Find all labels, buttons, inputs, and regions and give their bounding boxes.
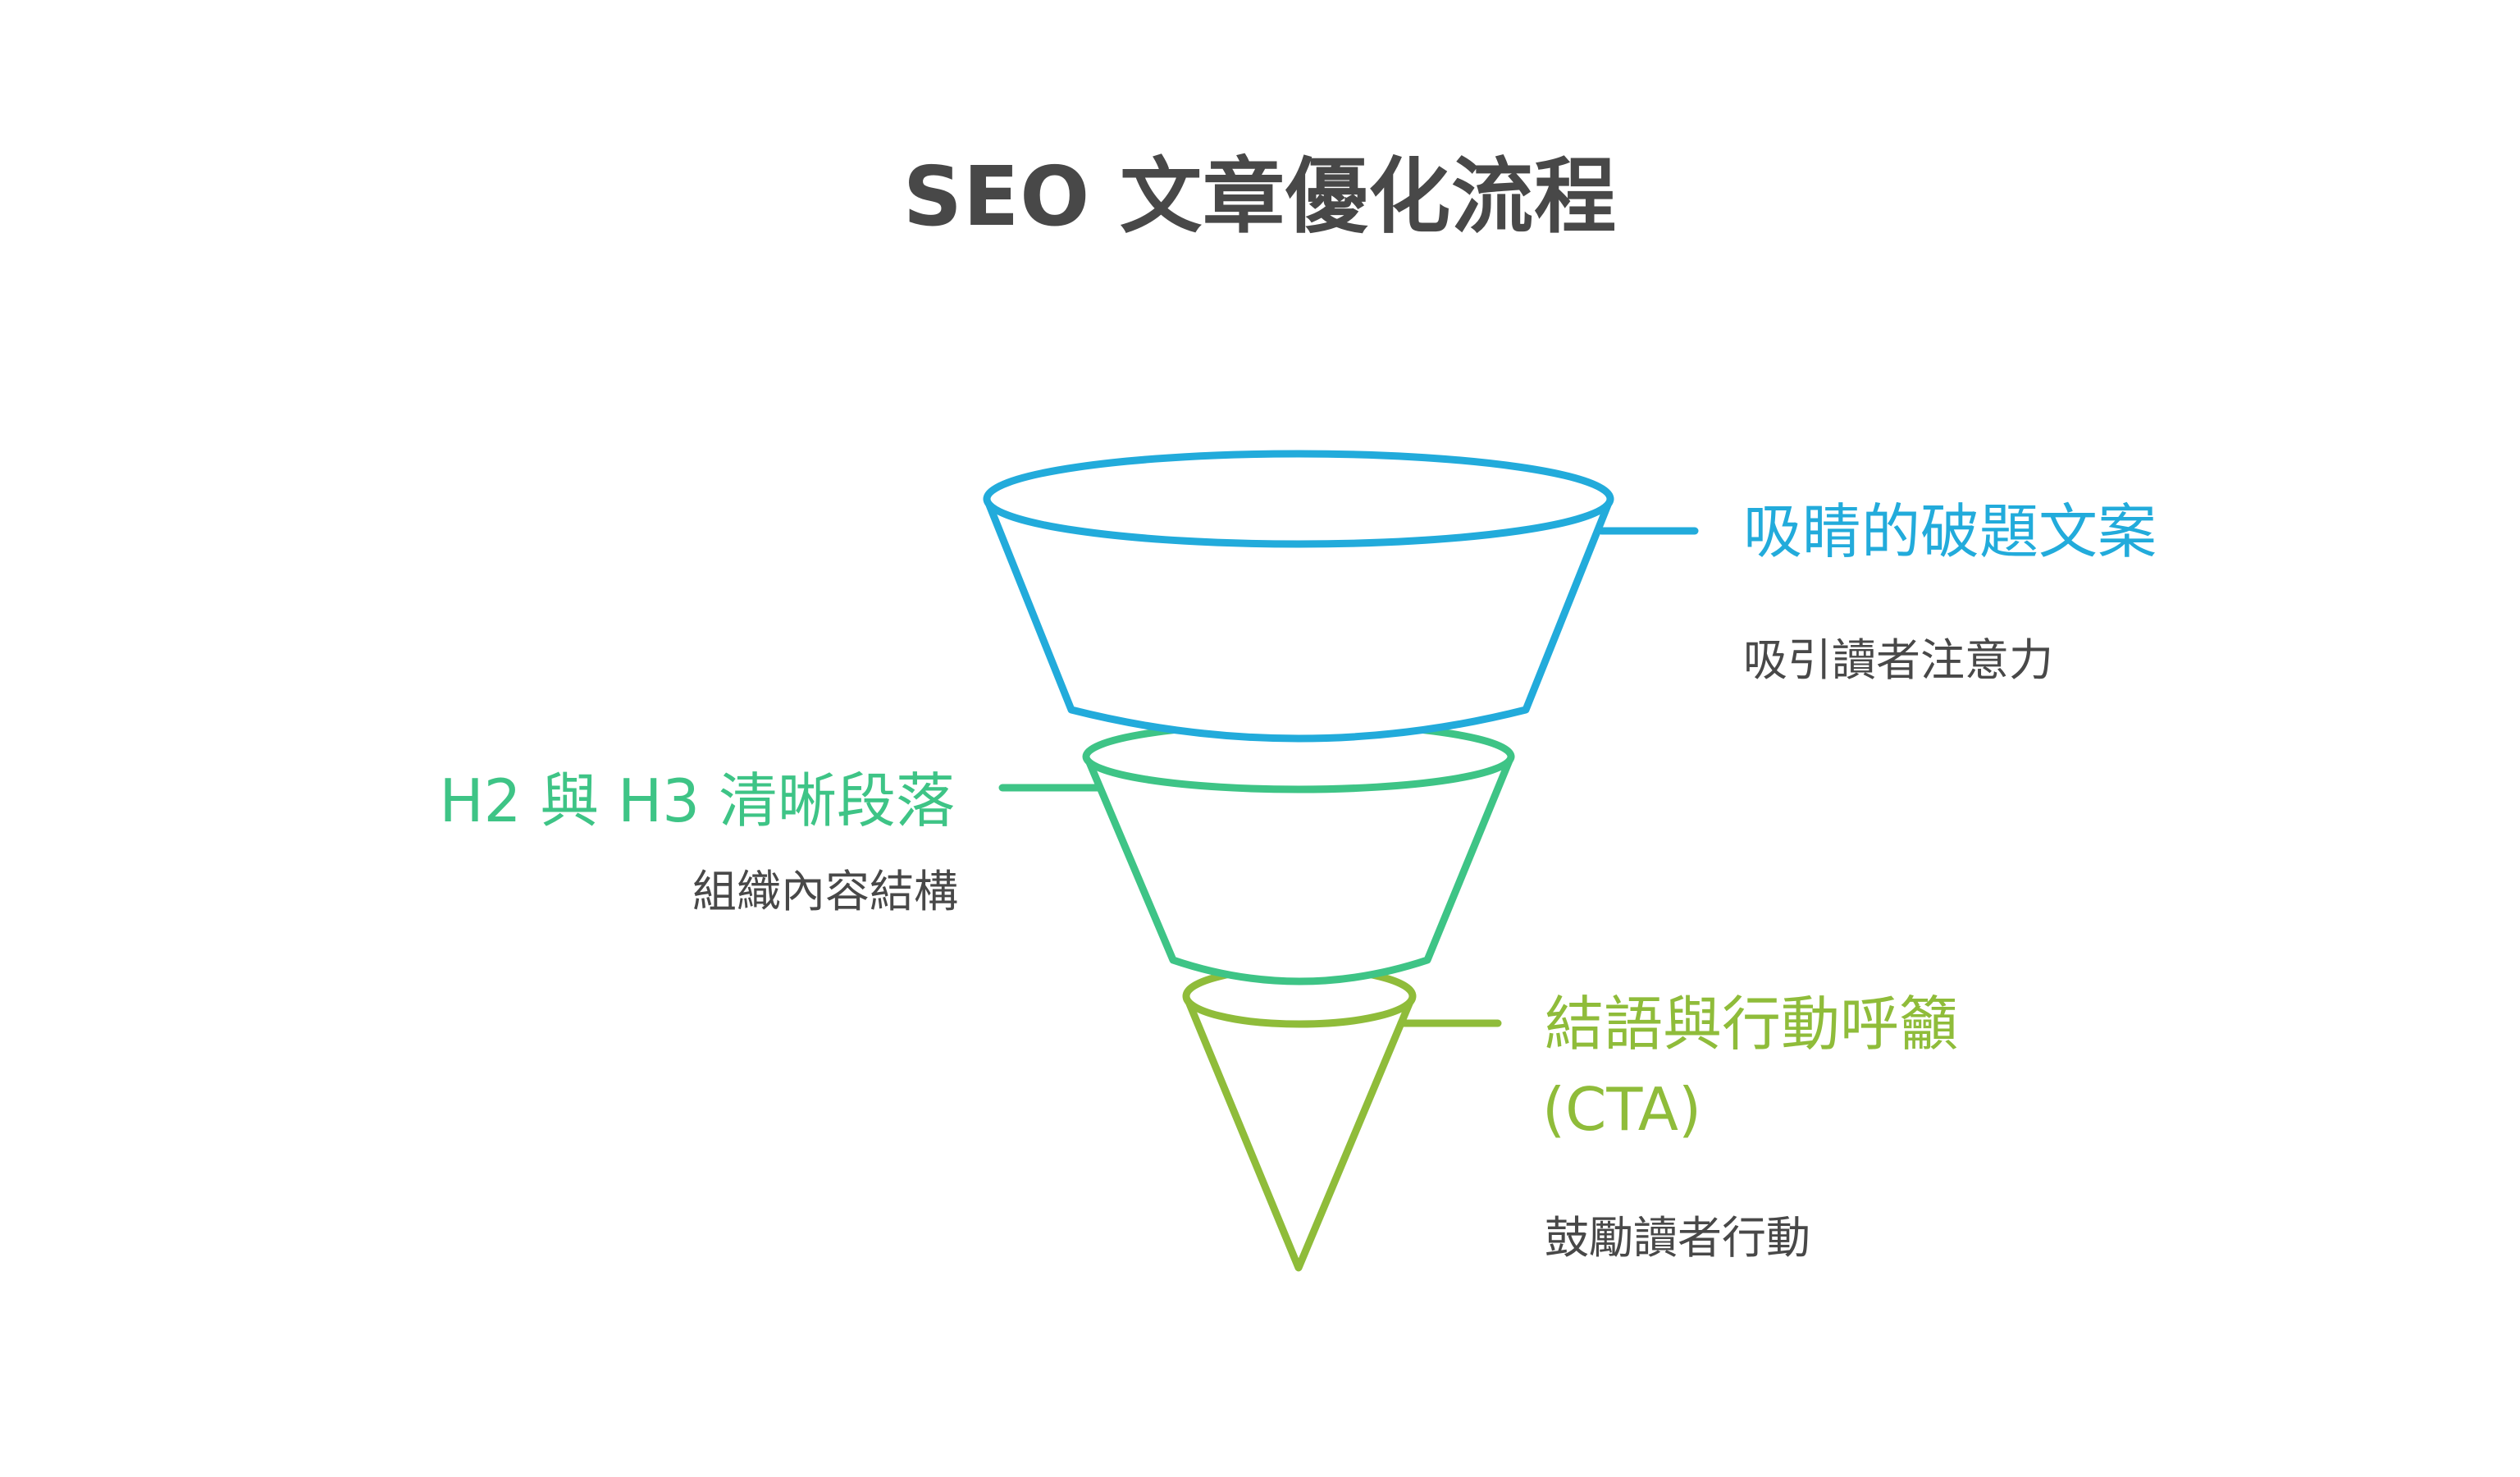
stage-1-description: 吸引讀者注意力 bbox=[1743, 634, 2053, 686]
stage-1-heading: 吸睛的破題文案 bbox=[1743, 497, 2157, 566]
diagram-title: SEO 文章優化流程 bbox=[902, 149, 1618, 245]
stage-3-heading-line2: (CTA) bbox=[1542, 1075, 1702, 1144]
funnel-stage-2-frustum bbox=[998, 720, 1515, 985]
funnel-stage-3-cone bbox=[1182, 964, 1502, 1272]
funnel-stage-1-frustum bbox=[983, 450, 1699, 743]
stage-3-description: 鼓勵讀者行動 bbox=[1545, 1212, 1810, 1264]
stage-2-description: 組織內容結構 bbox=[692, 866, 958, 917]
stage-3-heading-line1: 結語與行動呼籲 bbox=[1545, 990, 1959, 1059]
stage-2-heading: H2 與 H3 清晰段落 bbox=[439, 766, 955, 835]
